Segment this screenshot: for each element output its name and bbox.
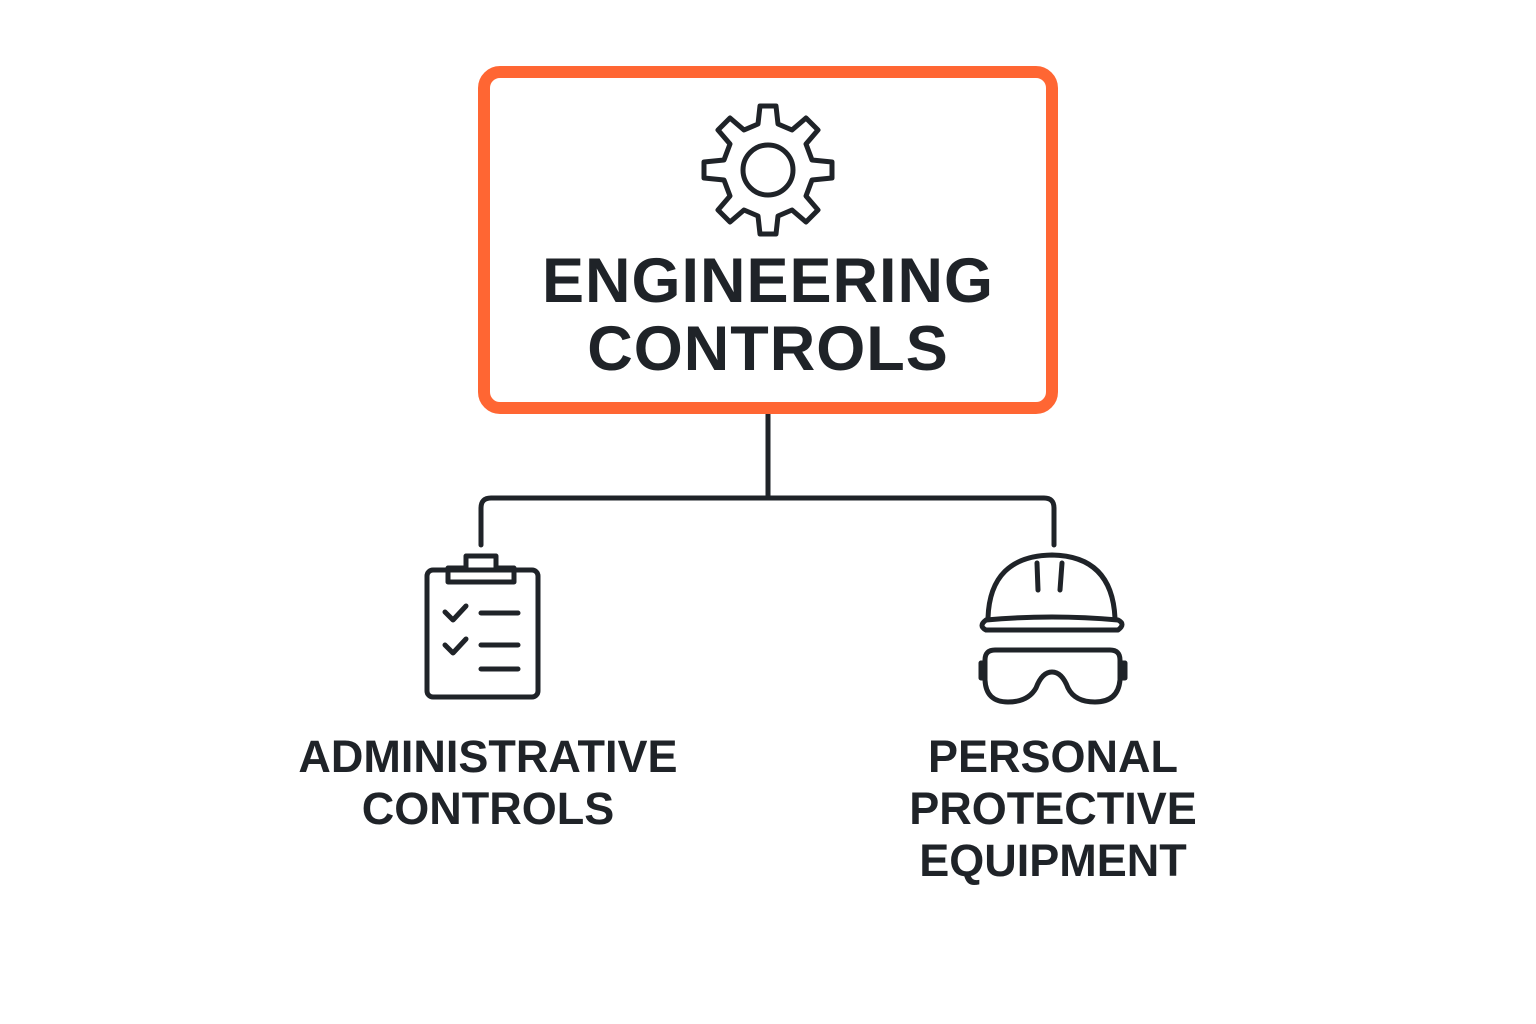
administrative-controls-node: ADMINISTRATIVE CONTROLS	[298, 553, 678, 834]
node-title-line-2: CONTROLS	[587, 314, 948, 384]
ppe-label-line-3: EQUIPMENT	[919, 835, 1187, 886]
gear-icon	[701, 103, 835, 237]
personal-protective-equipment-node: PERSONAL PROTECTIVE EQUIPMENT	[909, 552, 1197, 886]
admin-label-line-1: ADMINISTRATIVE	[298, 731, 677, 782]
ppe-label-line-2: PROTECTIVE	[909, 783, 1197, 834]
node-title-line-1: ENGINEERING	[542, 246, 994, 316]
ppe-label-line-1: PERSONAL	[928, 731, 1178, 782]
node-border	[478, 66, 1058, 414]
connector-branch	[478, 495, 1057, 548]
connector-lines	[478, 411, 1057, 548]
engineering-controls-node: ENGINEERING CONTROLS	[478, 66, 1058, 414]
clipboard-checklist-icon	[424, 553, 541, 700]
hard-hat-goggles-icon	[978, 552, 1128, 705]
admin-label-line-2: CONTROLS	[362, 783, 615, 834]
